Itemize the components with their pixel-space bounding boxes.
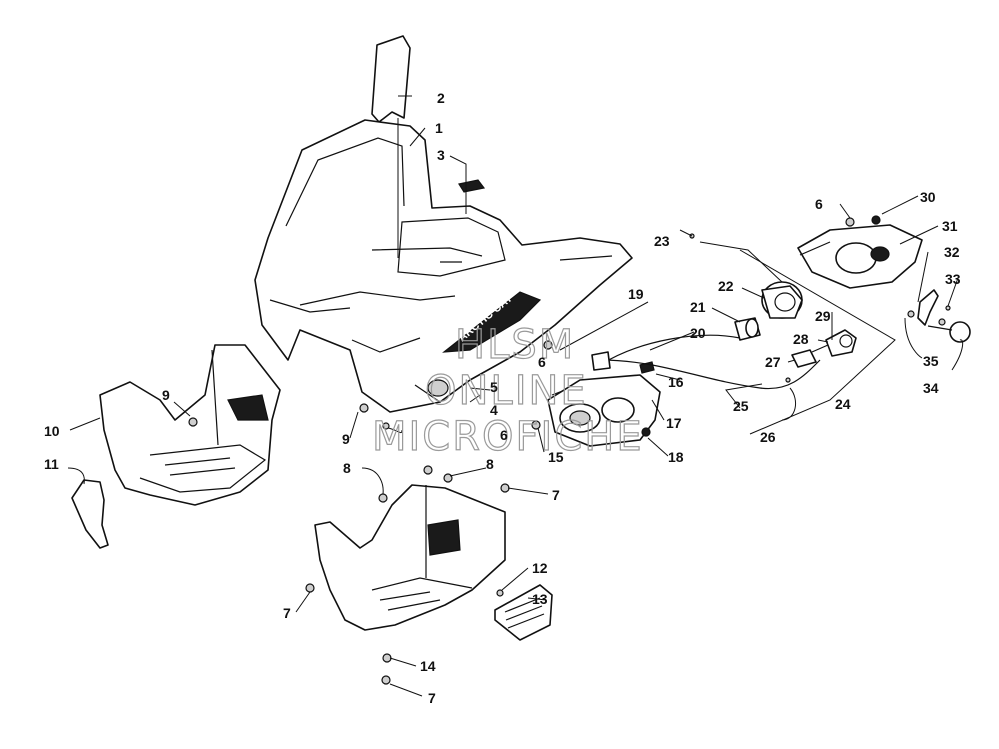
part-wiring-harness xyxy=(591,317,821,390)
callout-17: 17 xyxy=(666,415,682,431)
callout-25: 25 xyxy=(733,398,749,414)
callout-7-left: 7 xyxy=(283,605,291,621)
watermark-line-2: ONLINE xyxy=(425,368,588,414)
callout-6-low: 6 xyxy=(500,427,508,443)
callout-35: 35 xyxy=(923,353,939,369)
callout-32: 32 xyxy=(944,244,960,260)
watermark-line-3: MICROFICHE xyxy=(372,414,644,460)
callout-34: 34 xyxy=(923,380,939,396)
callout-6-mid: 6 xyxy=(538,354,546,370)
callouts: 2 1 3 6 30 31 32 33 23 19 22 21 20 29 28… xyxy=(44,90,961,706)
callout-9-left: 9 xyxy=(162,387,170,403)
callout-24: 24 xyxy=(835,396,851,412)
watermark-line-1: HLSM xyxy=(455,322,575,368)
callout-21: 21 xyxy=(690,299,706,315)
part-socket-27-29 xyxy=(791,329,857,368)
part-22-light xyxy=(761,281,803,319)
part-32-35-bracket xyxy=(917,289,971,343)
callout-27: 27 xyxy=(765,354,781,370)
callout-8-left: 8 xyxy=(343,460,351,476)
callout-10: 10 xyxy=(44,423,60,439)
callout-20: 20 xyxy=(690,325,706,341)
callout-18: 18 xyxy=(668,449,684,465)
part-31-light-housing xyxy=(797,224,923,289)
callout-4: 4 xyxy=(490,402,498,418)
part-2-decal xyxy=(371,35,411,123)
part-1-rear-fender: ARCTIC CAT xyxy=(254,119,633,413)
callout-28: 28 xyxy=(793,331,809,347)
callout-5: 5 xyxy=(490,379,498,395)
callout-26: 26 xyxy=(760,429,776,445)
callout-31: 31 xyxy=(942,218,958,234)
callout-30: 30 xyxy=(920,189,936,205)
callout-12: 12 xyxy=(532,560,548,576)
part-lower-footwell xyxy=(314,484,506,631)
callout-15: 15 xyxy=(548,449,564,465)
callout-3: 3 xyxy=(437,147,445,163)
callout-2: 2 xyxy=(437,90,445,106)
callout-22: 22 xyxy=(718,278,734,294)
callout-33: 33 xyxy=(945,271,961,287)
part-3-badge xyxy=(458,179,486,193)
callout-29: 29 xyxy=(815,308,831,324)
part-11-mudflap xyxy=(71,479,109,549)
watermark: HLSM ONLINE MICROFICHE xyxy=(371,321,644,460)
callout-23: 23 xyxy=(654,233,670,249)
callout-16: 16 xyxy=(668,374,684,390)
callout-7-bottom: 7 xyxy=(428,690,436,706)
callout-7-right: 7 xyxy=(552,487,560,503)
callout-11: 11 xyxy=(44,456,59,472)
callout-14: 14 xyxy=(420,658,436,674)
callout-1: 1 xyxy=(435,120,443,136)
leader-lines xyxy=(67,95,964,697)
callout-8-right: 8 xyxy=(486,456,494,472)
callout-9-center: 9 xyxy=(342,431,350,447)
callout-6-top: 6 xyxy=(815,196,823,212)
callout-13: 13 xyxy=(532,591,548,607)
callout-19: 19 xyxy=(628,286,644,302)
